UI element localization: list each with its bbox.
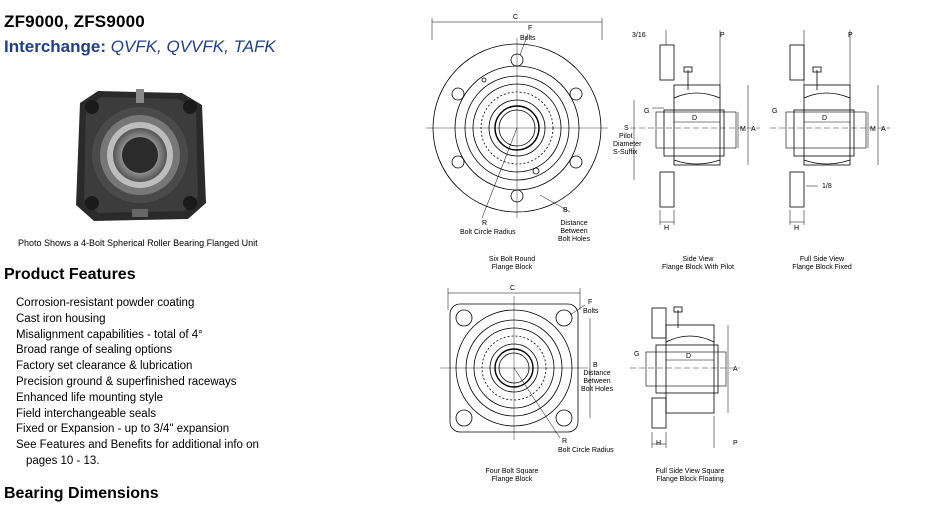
full-side-floating-diagram: [630, 306, 740, 448]
dim-label: C: [510, 285, 515, 292]
dim-label: P: [733, 440, 738, 447]
technical-drawings: C F Bolts R Bolt Circle Radius B Distanc…: [426, 14, 890, 483]
dim-label: H: [794, 225, 799, 232]
diagram-caption: Flange Block: [492, 476, 533, 483]
list-item: See Features and Benefits for additional…: [16, 438, 259, 470]
list-item: Precision ground & superfinished raceway…: [16, 375, 237, 388]
diagram-caption: Side View: [682, 256, 714, 263]
dim-label: M: [740, 126, 746, 133]
four-bolt-flange-diagram: [440, 288, 591, 440]
dim-label: B: [593, 362, 598, 369]
dim-label: Bolts: [520, 35, 536, 42]
dim-label: F: [588, 299, 592, 306]
diagram-caption: Flange Block: [492, 264, 533, 271]
list-item: Corrosion-resistant powder coating: [16, 297, 195, 309]
dim-label: S: [624, 125, 629, 132]
list-item: Fixed or Expansion - up to 3/4" expansio…: [16, 423, 230, 436]
dim-label: R: [562, 438, 567, 445]
side-view-pilot-diagram: [630, 30, 760, 225]
diagram-caption: Flange Block With Pilot: [662, 264, 734, 271]
diagram-caption: Flange Block Fixed: [792, 264, 852, 271]
list-item-line: See Features and Benefits for additional…: [16, 439, 259, 452]
dim-label: Diameter: [613, 141, 642, 148]
photo-caption: Photo Shows a 4-Bolt Spherical Roller Be…: [18, 238, 258, 248]
dim-label: Between: [560, 228, 587, 235]
dim-label: D: [686, 353, 691, 360]
dim-label: P: [720, 32, 725, 39]
dim-label: 1/8: [822, 183, 832, 190]
dim-label: H: [664, 225, 669, 232]
dim-label: Bolt Circle Radius: [558, 447, 614, 454]
dim-label: A: [733, 366, 738, 373]
dim-label: G: [772, 108, 777, 115]
diagram-caption: Four Bolt Square: [486, 468, 539, 475]
list-item-line: pages 10 - 13.: [26, 454, 100, 467]
page-title: ZF9000, ZFS9000: [4, 12, 145, 31]
dim-label: D: [692, 115, 697, 122]
dim-label: Bolts: [583, 308, 599, 315]
dim-label: R: [482, 220, 487, 227]
dim-label: A: [751, 126, 756, 133]
interchange-value: QVFK, QVVFK, TAFK: [110, 37, 276, 56]
dim-label: S-Suffix: [613, 149, 638, 156]
list-item: Broad range of sealing options: [16, 344, 172, 357]
list-item: Factory set clearance & lubrication: [16, 360, 193, 373]
dim-label: Distance: [560, 220, 587, 227]
diagram-caption: Full Side View: [800, 256, 845, 263]
dim-label: B: [563, 207, 568, 214]
dim-label: C: [513, 14, 518, 21]
dim-label: Pilot: [619, 133, 633, 140]
dim-label: 3/16: [632, 32, 646, 39]
dim-label: G: [644, 108, 649, 115]
diagram-caption: Flange Block Floating: [656, 476, 723, 483]
dim-label: D: [822, 115, 827, 122]
list-item: Field interchangeable seals: [16, 407, 157, 420]
dim-label: Bolt Holes: [558, 236, 590, 243]
full-side-fixed-diagram: [770, 30, 890, 225]
interchange-label: Interchange:: [4, 37, 107, 56]
diagram-caption: Six Bolt Round: [489, 256, 535, 263]
dim-label: H: [656, 440, 661, 447]
dimensions-heading: Bearing Dimensions: [4, 485, 159, 502]
dim-label: Bolt Holes: [581, 386, 613, 393]
dim-label: Distance: [583, 370, 610, 377]
dim-label: Between: [583, 378, 610, 385]
dim-label: F: [528, 25, 532, 32]
dim-label: M: [870, 126, 876, 133]
diagram-caption: Full Side View Square: [656, 468, 725, 475]
list-item: Cast iron housing: [16, 312, 106, 325]
interchange-line: Interchange: QVFK, QVVFK, TAFK: [4, 37, 276, 57]
dim-label: P: [848, 32, 853, 39]
dim-label: G: [634, 351, 639, 358]
features-list: Corrosion-resistant powder coating Cast …: [16, 296, 259, 470]
list-item: Misalignment capabilities - total of 4°: [16, 328, 203, 341]
list-item: Enhanced life mounting style: [16, 391, 164, 404]
dim-label: A: [881, 126, 886, 133]
six-bolt-flange-diagram: [426, 18, 608, 219]
dim-label: Bolt Circle Radius: [460, 229, 516, 236]
bearing-photo: [76, 89, 206, 221]
features-heading: Product Features: [4, 266, 136, 283]
